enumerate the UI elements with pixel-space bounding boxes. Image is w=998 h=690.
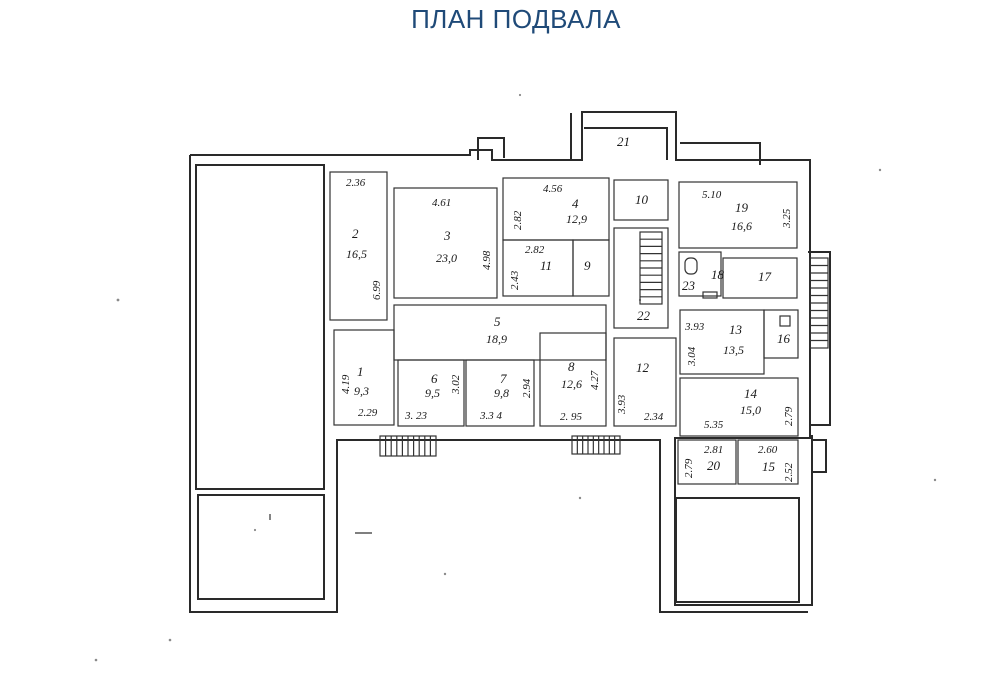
room-8-area: 12,6 [561, 377, 582, 391]
room-3-area: 23,0 [436, 251, 457, 265]
dim-label: 2.82 [525, 244, 545, 256]
dim-label: 2.52 [783, 462, 795, 482]
room-6-number: 6 [431, 371, 438, 386]
dim-label: 2. 95 [560, 411, 583, 423]
dim-label: 4.27 [589, 370, 601, 390]
room-6-area: 9,5 [425, 386, 440, 400]
room-23-number: 23 [682, 278, 696, 293]
dim-label: 3.02 [450, 374, 462, 395]
dim-label: 2.34 [644, 411, 664, 423]
dim-label: 2.79 [683, 458, 695, 478]
room-1-number: 1 [357, 364, 364, 379]
room-7-area: 9,8 [494, 386, 509, 400]
dimension-labels: 2.36 6.99 4.61 4.98 4.56 2.82 2.82 2.43 … [340, 177, 795, 482]
room-16-number: 16 [777, 331, 791, 346]
room-12-number: 12 [636, 360, 650, 375]
dim-label: 3.93 [684, 321, 705, 333]
interior-walls [329, 171, 799, 485]
room-14-area: 15,0 [740, 403, 761, 417]
dim-label: 2.36 [346, 177, 366, 189]
room-11-number: 11 [540, 258, 552, 273]
dim-label: 5.35 [704, 419, 724, 431]
dim-label: 2.81 [704, 444, 723, 456]
room-3-number: 3 [443, 228, 451, 243]
dim-label: 5.10 [702, 189, 722, 201]
room-22-number: 22 [637, 308, 651, 323]
dim-label: 4.56 [543, 183, 563, 195]
page-title: ПЛАН ПОДВАЛА [411, 4, 621, 34]
dim-label: 3.3 4 [479, 410, 503, 422]
room-19-number: 19 [735, 200, 749, 215]
room-19-area: 16,6 [731, 219, 752, 233]
room-5-area: 18,9 [486, 332, 507, 346]
dim-label: 2.60 [758, 444, 778, 456]
outer-walls [189, 111, 831, 613]
dim-label: 4.61 [432, 197, 451, 209]
room-14-number: 14 [744, 386, 758, 401]
room-21-number: 21 [617, 134, 630, 149]
stair-right [809, 257, 829, 349]
dim-label: 6.99 [371, 280, 383, 300]
dim-label: 3.93 [616, 394, 628, 415]
dim-label: 3. 23 [404, 410, 428, 422]
stair-outline [571, 435, 621, 455]
room-18-number: 18 [711, 267, 725, 282]
dim-label: 3.04 [686, 346, 698, 367]
room-2-number: 2 [352, 226, 359, 241]
dim-label: 2.79 [783, 406, 795, 426]
dim-label: 2.82 [512, 210, 524, 230]
room-4-number: 4 [572, 196, 579, 211]
room-17-number: 17 [758, 269, 772, 284]
stair-center [639, 231, 663, 305]
room-2-area: 16,5 [346, 247, 367, 261]
room-13-number: 13 [729, 322, 743, 337]
room-8-number: 8 [568, 359, 575, 374]
dim-label: 4.98 [481, 250, 493, 270]
room-13-area: 13,5 [723, 343, 744, 357]
room-5-number: 5 [494, 314, 501, 329]
stairs [379, 231, 829, 457]
stair-bottom-left [379, 435, 437, 457]
room-9-number: 9 [584, 258, 591, 273]
room-7-number: 7 [500, 371, 507, 386]
dim-label: 2.29 [358, 407, 378, 419]
dim-label: 4.19 [340, 374, 352, 394]
room-20-number: 20 [707, 458, 721, 473]
sanitary-fixtures [684, 257, 791, 327]
stair-bottom-mid [571, 435, 621, 455]
room-10-number: 10 [635, 192, 649, 207]
room-4-area: 12,9 [566, 212, 587, 226]
room-15-number: 15 [762, 459, 776, 474]
dim-label: 2.94 [521, 378, 533, 398]
room-1-area: 9,3 [354, 384, 369, 398]
room-labels: 1 9,3 2 16,5 3 23,0 4 12,9 5 18,9 6 9,5 … [346, 134, 791, 474]
dim-label: 3.25 [781, 208, 793, 229]
dim-label: 2.43 [509, 270, 521, 290]
